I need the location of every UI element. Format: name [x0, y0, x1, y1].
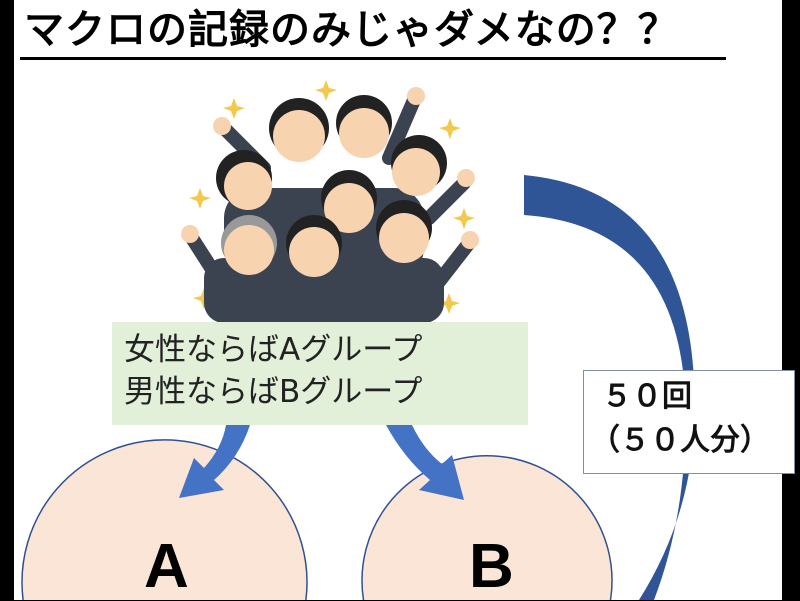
- loop-count-box: ５０回 （５０人分）: [583, 370, 795, 474]
- condition-box: 女性ならばAグループ 男性ならばBグループ: [112, 322, 528, 425]
- condition-female: 女性ならばAグループ: [124, 332, 423, 368]
- group-a-circle-outline: [21, 439, 308, 600]
- slide: マクロの記録のみじゃダメなの？？: [14, 0, 795, 601]
- group-a-label: A: [144, 532, 189, 601]
- arrows-layer: [21, 175, 695, 600]
- title-underline: [20, 57, 726, 60]
- arrow-to-b: [386, 425, 464, 500]
- arrow-to-a: [179, 425, 250, 498]
- cheering-crowd-illustration: [181, 80, 479, 323]
- loop-count: ５０回: [602, 379, 692, 414]
- group-b-circle-outline: [361, 455, 613, 600]
- group-b-circle: [362, 455, 612, 600]
- loop-count-people: （５０人分）: [590, 423, 770, 458]
- condition-male: 男性ならばBグループ: [124, 374, 423, 410]
- group-a-circle: [22, 439, 307, 600]
- group-b-label: B: [469, 532, 514, 601]
- slide-title: マクロの記録のみじゃダメなの？？: [24, 7, 679, 53]
